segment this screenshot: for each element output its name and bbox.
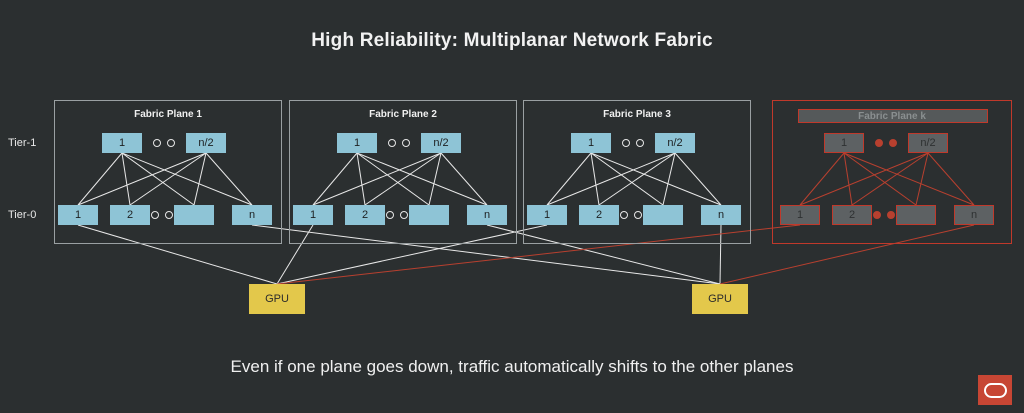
ellipsis-dot <box>636 139 644 147</box>
ellipsis-dot <box>153 139 161 147</box>
tier0-node[interactable]: n <box>467 205 507 225</box>
tier1-node[interactable]: n/2 <box>655 133 695 153</box>
tier0-node[interactable]: 1 <box>58 205 98 225</box>
tier0-node[interactable] <box>896 205 936 225</box>
gpu-node-gpu-left[interactable]: GPU <box>249 284 305 314</box>
tier0-node[interactable] <box>174 205 214 225</box>
ellipsis-dot <box>386 211 394 219</box>
gpu-node-gpu-right[interactable]: GPU <box>692 284 748 314</box>
ellipsis-dot <box>165 211 173 219</box>
tier0-node[interactable]: n <box>954 205 994 225</box>
ellipsis-dot <box>388 139 396 147</box>
ellipsis-dot <box>889 139 897 147</box>
plane-title-bar <box>798 109 988 123</box>
fabric-plane-plane-2[interactable]: Fabric Plane 2 <box>289 100 517 244</box>
tier0-node[interactable]: 1 <box>527 205 567 225</box>
tier0-node[interactable]: 1 <box>780 205 820 225</box>
tier1-node[interactable]: 1 <box>824 133 864 153</box>
tier0-node[interactable]: 1 <box>293 205 333 225</box>
tier0-node[interactable]: 2 <box>345 205 385 225</box>
ellipsis-dot <box>400 211 408 219</box>
tier1-node[interactable]: n/2 <box>908 133 948 153</box>
tier0-node[interactable]: 2 <box>579 205 619 225</box>
ellipsis-dot <box>620 211 628 219</box>
oracle-oval-icon <box>983 382 1007 398</box>
ellipsis-dot <box>167 139 175 147</box>
tier0-node[interactable]: 2 <box>110 205 150 225</box>
tier1-node[interactable]: n/2 <box>421 133 461 153</box>
tier0-node[interactable]: n <box>701 205 741 225</box>
page-title: High Reliability: Multiplanar Network Fa… <box>311 30 713 51</box>
ellipsis-dot <box>634 211 642 219</box>
plane-title: Fabric Plane 3 <box>603 109 671 120</box>
ellipsis-dot <box>622 139 630 147</box>
ellipsis-dot <box>887 211 895 219</box>
ellipsis-dot <box>873 211 881 219</box>
fabric-plane-plane-k[interactable]: Fabric Plane k <box>772 100 1012 244</box>
fabric-plane-plane-1[interactable]: Fabric Plane 1 <box>54 100 282 244</box>
oracle-logo <box>978 375 1012 405</box>
footer-caption: Even if one plane goes down, traffic aut… <box>230 357 794 376</box>
tier-label-tier-0: Tier-0 <box>8 209 37 221</box>
tier1-node[interactable]: n/2 <box>186 133 226 153</box>
tier1-node[interactable]: 1 <box>102 133 142 153</box>
plane-title: Fabric Plane 1 <box>134 109 202 120</box>
tier0-node[interactable]: n <box>232 205 272 225</box>
ellipsis-dot <box>151 211 159 219</box>
plane-title: Fabric Plane 2 <box>369 109 437 120</box>
tier0-node[interactable] <box>409 205 449 225</box>
tier-label-tier-1: Tier-1 <box>8 137 37 149</box>
ellipsis-dot <box>875 139 883 147</box>
tier1-node[interactable]: 1 <box>571 133 611 153</box>
ellipsis-dot <box>402 139 410 147</box>
fabric-plane-plane-3[interactable]: Fabric Plane 3 <box>523 100 751 244</box>
plane-title: Fabric Plane k <box>858 111 926 122</box>
tier0-node[interactable] <box>643 205 683 225</box>
tier0-node[interactable]: 2 <box>832 205 872 225</box>
tier1-node[interactable]: 1 <box>337 133 377 153</box>
